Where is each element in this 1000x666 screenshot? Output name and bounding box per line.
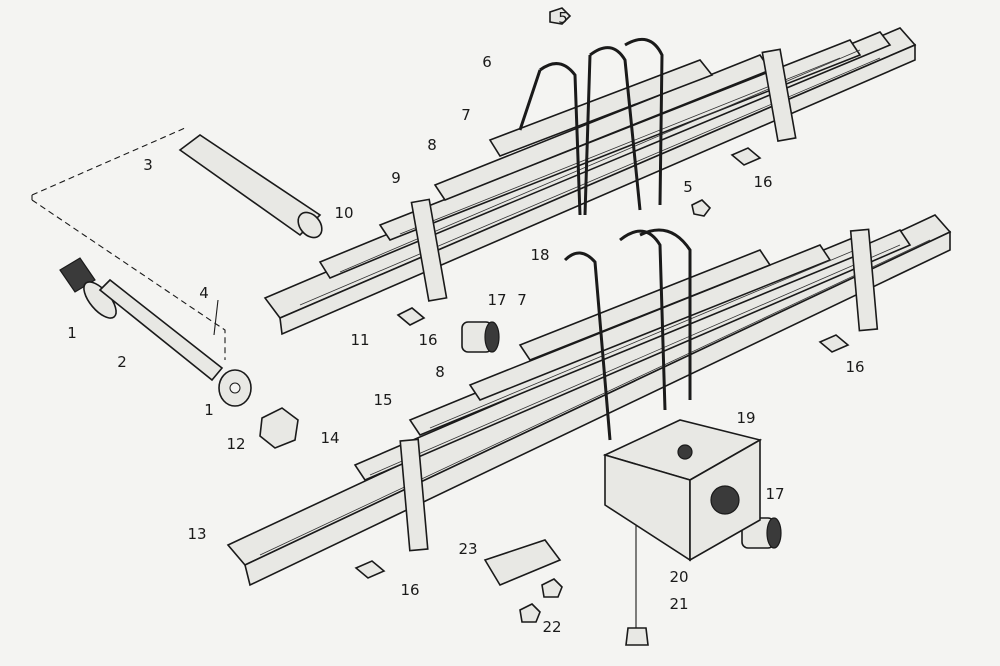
bracket	[602, 419, 763, 562]
callout-8: 8	[435, 363, 445, 381]
callout-7: 7	[517, 291, 527, 309]
callout-2: 2	[117, 353, 127, 371]
callout-15: 15	[373, 391, 393, 409]
callout-1: 1	[204, 401, 214, 419]
callout-19: 19	[736, 409, 756, 427]
clip	[410, 198, 448, 302]
callout-11: 11	[350, 331, 370, 349]
callout-17: 17	[765, 485, 785, 503]
callout-5: 5	[683, 178, 693, 196]
callout-17: 17	[487, 291, 507, 309]
callout-18: 18	[530, 246, 550, 264]
nut-small	[519, 603, 541, 623]
dashed-guide	[31, 127, 226, 360]
clip	[849, 228, 879, 332]
pads	[354, 147, 850, 579]
callout-16: 16	[845, 358, 865, 376]
callout-3: 3	[143, 156, 153, 174]
lower-u-bolts	[563, 228, 692, 441]
nut-mid	[691, 199, 712, 217]
callout-14: 14	[320, 429, 340, 447]
callout-4: 4	[199, 284, 209, 302]
callout-20: 20	[669, 568, 689, 586]
callout-16: 16	[753, 173, 773, 191]
callout-13: 13	[187, 525, 207, 543]
callout-1: 1	[67, 324, 77, 342]
callout-8: 8	[427, 136, 437, 154]
callout-16: 16	[400, 581, 420, 599]
callout-22: 22	[542, 618, 562, 636]
callout-23: 23	[458, 540, 478, 558]
callout-12: 12	[226, 435, 246, 453]
bolt	[59, 257, 224, 382]
clip	[399, 438, 429, 552]
callout-6: 6	[482, 53, 492, 71]
lock-plate	[483, 539, 562, 587]
callout-21: 21	[669, 595, 689, 613]
long-bolt	[625, 525, 649, 646]
pin	[178, 134, 323, 239]
nut	[259, 407, 299, 449]
callout-5: 5	[558, 9, 568, 27]
nut-small	[541, 578, 563, 598]
upper-u-bolts	[518, 37, 664, 216]
callout-16: 16	[418, 331, 438, 349]
nut-top	[549, 7, 572, 25]
callout-7: 7	[461, 106, 471, 124]
callout-10: 10	[334, 204, 354, 222]
callout-9: 9	[391, 169, 401, 187]
clip	[761, 48, 797, 142]
